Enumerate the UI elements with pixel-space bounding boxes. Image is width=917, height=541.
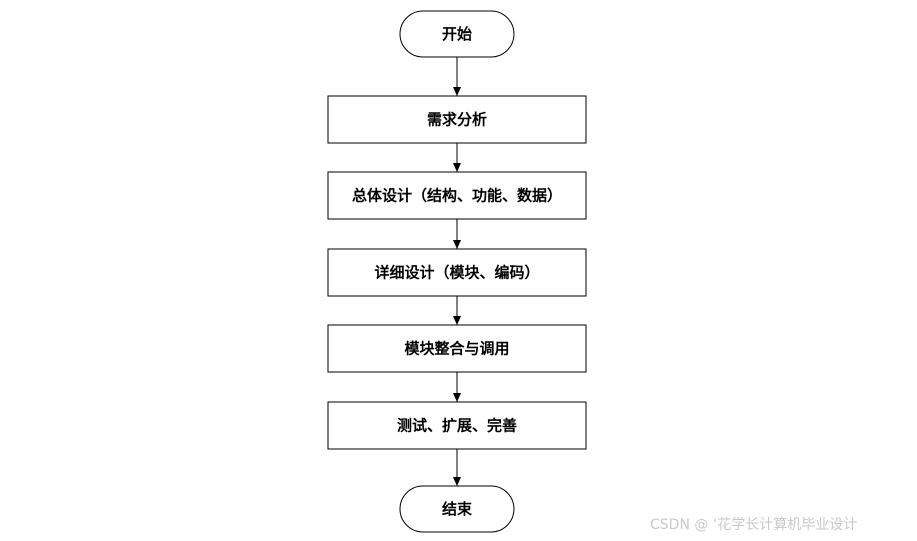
integration-node-label: 模块整合与调用 <box>404 340 509 358</box>
testing-node-label: 测试、扩展、完善 <box>397 417 517 435</box>
requirements-node-shape <box>327 95 587 144</box>
testing-node-shape <box>327 401 587 450</box>
integration-node-shape <box>327 324 587 373</box>
requirements-node: 需求分析 <box>327 95 587 144</box>
overall-design-node-shape <box>327 171 587 220</box>
start-node: 开始 <box>399 10 515 58</box>
watermark-text: CSDN @ ‘花学长计算机毕业设计 <box>650 517 858 533</box>
detailed-design-node: 详细设计（模块、编码） <box>327 248 587 297</box>
detailed-design-node-label: 详细设计（模块、编码） <box>374 264 539 282</box>
overall-design-node-label: 总体设计（结构、功能、数据） <box>352 187 562 205</box>
testing-node: 测试、扩展、完善 <box>327 401 587 450</box>
start-node-label: 开始 <box>442 25 472 43</box>
requirements-node-label: 需求分析 <box>427 111 487 129</box>
start-node-shape <box>399 10 515 58</box>
integration-node: 模块整合与调用 <box>327 324 587 373</box>
overall-design-node: 总体设计（结构、功能、数据） <box>327 171 587 220</box>
end-node-shape <box>399 485 515 533</box>
end-node-label: 结束 <box>442 500 473 518</box>
detailed-design-node-shape <box>327 248 587 297</box>
end-node: 结束 <box>399 485 515 533</box>
